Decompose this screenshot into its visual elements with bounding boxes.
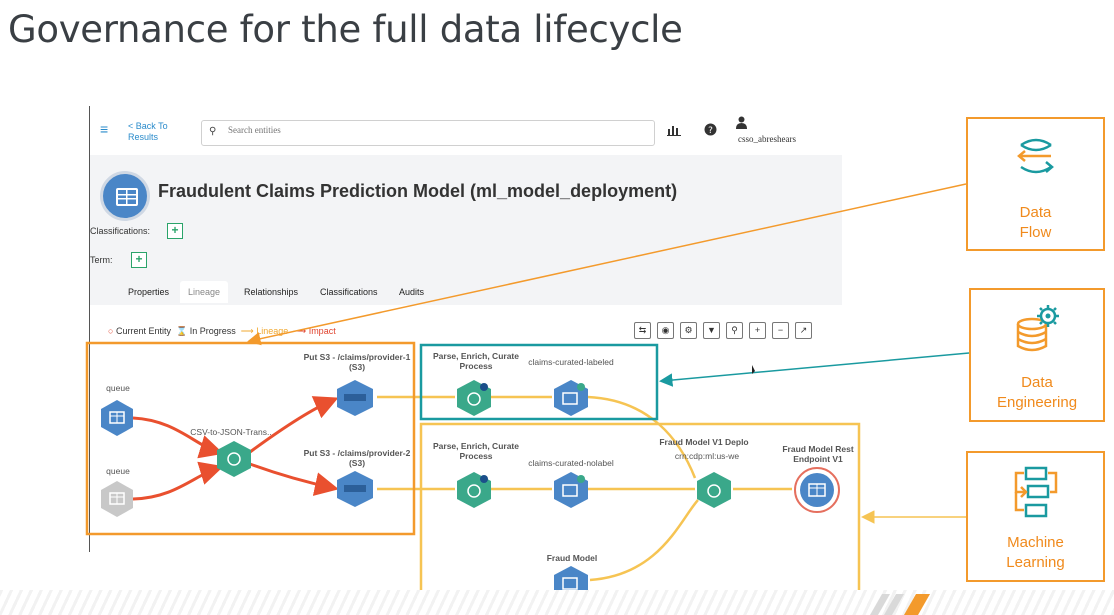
process-labeled-node[interactable] xyxy=(457,380,491,416)
username[interactable]: csso_abreshears xyxy=(738,134,796,144)
table-entity-icon xyxy=(100,171,150,221)
node-label-rest-endpoint: Fraud Model Rest Endpoint V1 xyxy=(782,444,854,464)
data-flow-label-1: Data xyxy=(1019,204,1052,221)
data-engineering-callout: Data Engineering xyxy=(969,288,1105,422)
svg-text:?: ? xyxy=(708,126,713,136)
entity-header-panel xyxy=(90,155,842,305)
user-icon[interactable] xyxy=(736,116,747,132)
machine-learning-label-2: Learning xyxy=(1006,554,1065,571)
node-label-csv-to-json: CSV-to-JSON-Trans.. xyxy=(190,427,272,437)
current-entity-icon: ○ xyxy=(108,326,114,336)
node-label-queue-1: queue xyxy=(106,383,130,393)
settings-icon[interactable]: ⚙ xyxy=(680,322,697,339)
screenshot-left-rule xyxy=(89,106,90,552)
camera-icon[interactable]: ◉ xyxy=(657,322,674,339)
lineage-legend: ○ Current Entity ⌛ In Progress ⟶ Lineage… xyxy=(108,326,336,337)
tab-lineage[interactable]: Lineage xyxy=(180,281,229,303)
database-gear-icon xyxy=(1016,305,1059,352)
data-engineering-label-2: Engineering xyxy=(996,394,1078,411)
node-label-put-s3-provider2: Put S3 - /claims/provider-2 (S3) xyxy=(303,448,411,468)
tab-classifications[interactable]: Classifications xyxy=(320,287,378,297)
filter-icon[interactable]: ▼ xyxy=(703,322,720,339)
node-label-process-labeled: Parse, Enrich, Curate Process xyxy=(433,351,519,371)
search-icon: ⚲ xyxy=(209,126,217,137)
tab-relationships[interactable]: Relationships xyxy=(244,287,299,297)
csv-to-json-node[interactable] xyxy=(217,441,251,477)
legend-lineage: Lineage xyxy=(256,326,289,336)
node-label-crn: crn:cdp:ml:us-we xyxy=(674,451,740,461)
data-flow-label-2: Flow xyxy=(1019,224,1052,241)
zoom-in-icon[interactable]: + xyxy=(749,322,766,339)
lineage-arrow-icon: ⟶ xyxy=(240,326,254,336)
data-flow-icon xyxy=(1017,138,1054,174)
hourglass-icon: ⌛ xyxy=(176,326,188,336)
machine-learning-callout: Machine Learning xyxy=(966,451,1105,582)
refresh-icon[interactable]: ⇆ xyxy=(634,322,651,339)
fullscreen-icon[interactable]: ↗ xyxy=(795,322,812,339)
classifications-label: Classifications: xyxy=(90,226,151,236)
workflow-icon xyxy=(1014,466,1058,518)
node-label-queue-2: queue xyxy=(106,466,130,476)
search-input[interactable] xyxy=(226,124,630,136)
legend-impact: Impact xyxy=(308,326,336,336)
back-to-results-link[interactable]: < Back To Results xyxy=(128,121,168,142)
put-s3-provider1-node[interactable] xyxy=(337,380,373,416)
legend-current-entity: Current Entity xyxy=(115,326,171,336)
put-s3-provider2-node[interactable] xyxy=(337,471,373,507)
mouse-cursor xyxy=(752,365,755,374)
queue-node-1[interactable] xyxy=(101,400,133,436)
search-node-icon[interactable]: ⚲ xyxy=(726,322,743,339)
data-engineering-highlight xyxy=(419,343,659,421)
data-flow-callout: Data Flow xyxy=(966,117,1105,251)
process-nolabel-node[interactable] xyxy=(457,472,491,508)
node-label-claims-curated-nolabel: claims-curated-nolabel xyxy=(528,458,614,468)
node-label-fraud-model: Fraud Model xyxy=(546,553,598,563)
slide-title: Governance for the full data lifecycle xyxy=(8,8,683,51)
entity-title: Fraudulent Claims Prediction Model (ml_m… xyxy=(158,181,678,201)
data-engineering-label-1: Data xyxy=(1021,374,1053,391)
node-label-process-nolabel: Parse, Enrich, Curate Process xyxy=(433,441,519,461)
search-box[interactable]: ⚲ xyxy=(201,120,655,146)
footer-accent xyxy=(870,594,930,615)
node-label-put-s3-provider1: Put S3 - /claims/provider-1 (S3) xyxy=(303,352,411,372)
zoom-out-icon[interactable]: − xyxy=(772,322,789,339)
footer-stripe xyxy=(0,590,1114,615)
claims-curated-labeled-node[interactable] xyxy=(554,380,588,416)
menu-icon[interactable]: ≡ xyxy=(100,121,109,137)
machine-learning-label-1: Machine xyxy=(1007,534,1064,551)
tab-audits[interactable]: Audits xyxy=(399,287,425,297)
impact-arrow-icon: ⟶ xyxy=(293,326,307,336)
add-term-button[interactable]: + xyxy=(131,252,147,268)
term-label: Term: xyxy=(90,255,113,265)
add-classification-button[interactable]: + xyxy=(167,223,183,239)
tab-properties[interactable]: Properties xyxy=(128,287,170,297)
legend-in-progress: In Progress xyxy=(189,326,236,336)
help-icon[interactable]: ? xyxy=(704,123,717,139)
claims-curated-nolabel-node[interactable] xyxy=(554,472,588,508)
fraud-model-rest-endpoint-node[interactable] xyxy=(794,467,840,513)
node-label-claims-curated-labeled: claims-curated-labeled xyxy=(528,357,614,367)
fraud-model-deploy-node[interactable] xyxy=(697,472,731,508)
node-label-fraud-model-deploy: Fraud Model V1 Deplo xyxy=(659,437,749,447)
queue-node-2[interactable] xyxy=(101,481,133,517)
stats-icon[interactable] xyxy=(667,124,681,139)
